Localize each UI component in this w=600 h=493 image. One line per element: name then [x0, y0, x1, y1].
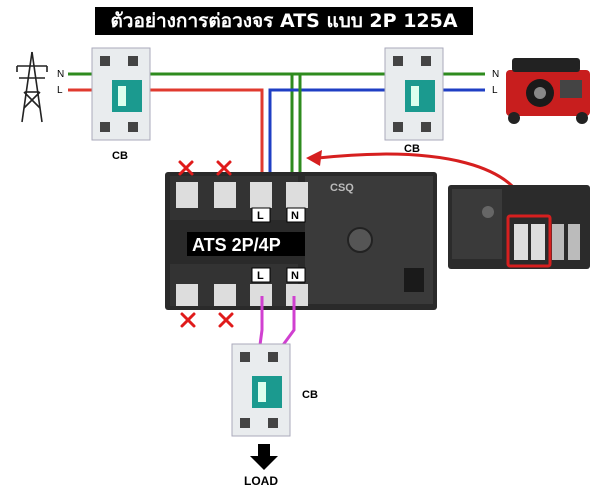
diagram-title: ตัวอย่างการต่อวงจร ATS แบบ 2P 125A — [95, 7, 473, 35]
arrow-head — [306, 150, 322, 166]
ats-bottom-l: L — [257, 270, 264, 282]
ats-top-l: L — [257, 210, 264, 222]
label-cb-load: CB — [302, 389, 318, 401]
ats-top-n: N — [291, 210, 299, 222]
label-n-right: N — [492, 69, 499, 80]
ats-side-view — [448, 185, 590, 269]
label-cb-left: CB — [112, 150, 128, 162]
x-mark-icon — [180, 312, 196, 328]
ats-bottom-n: N — [291, 270, 299, 282]
label-l-left: L — [57, 85, 63, 96]
down-arrow-icon — [250, 444, 278, 470]
ats-model-label: ATS 2P/4P — [192, 235, 281, 255]
x-mark-icon — [216, 160, 232, 176]
circuit-breaker-load — [231, 343, 291, 437]
brand-label: CSQ — [330, 182, 354, 194]
circuit-breaker-right — [384, 47, 444, 141]
x-mark-icon — [218, 312, 234, 328]
label-l-right: L — [492, 85, 498, 96]
circuit-breaker-left — [91, 47, 151, 141]
label-cb-right: CB — [404, 143, 420, 155]
power-tower-icon — [16, 51, 48, 123]
x-mark-icon — [178, 160, 194, 176]
label-n-left: N — [57, 69, 64, 80]
generator-icon — [506, 58, 590, 124]
load-label: LOAD — [244, 474, 278, 488]
